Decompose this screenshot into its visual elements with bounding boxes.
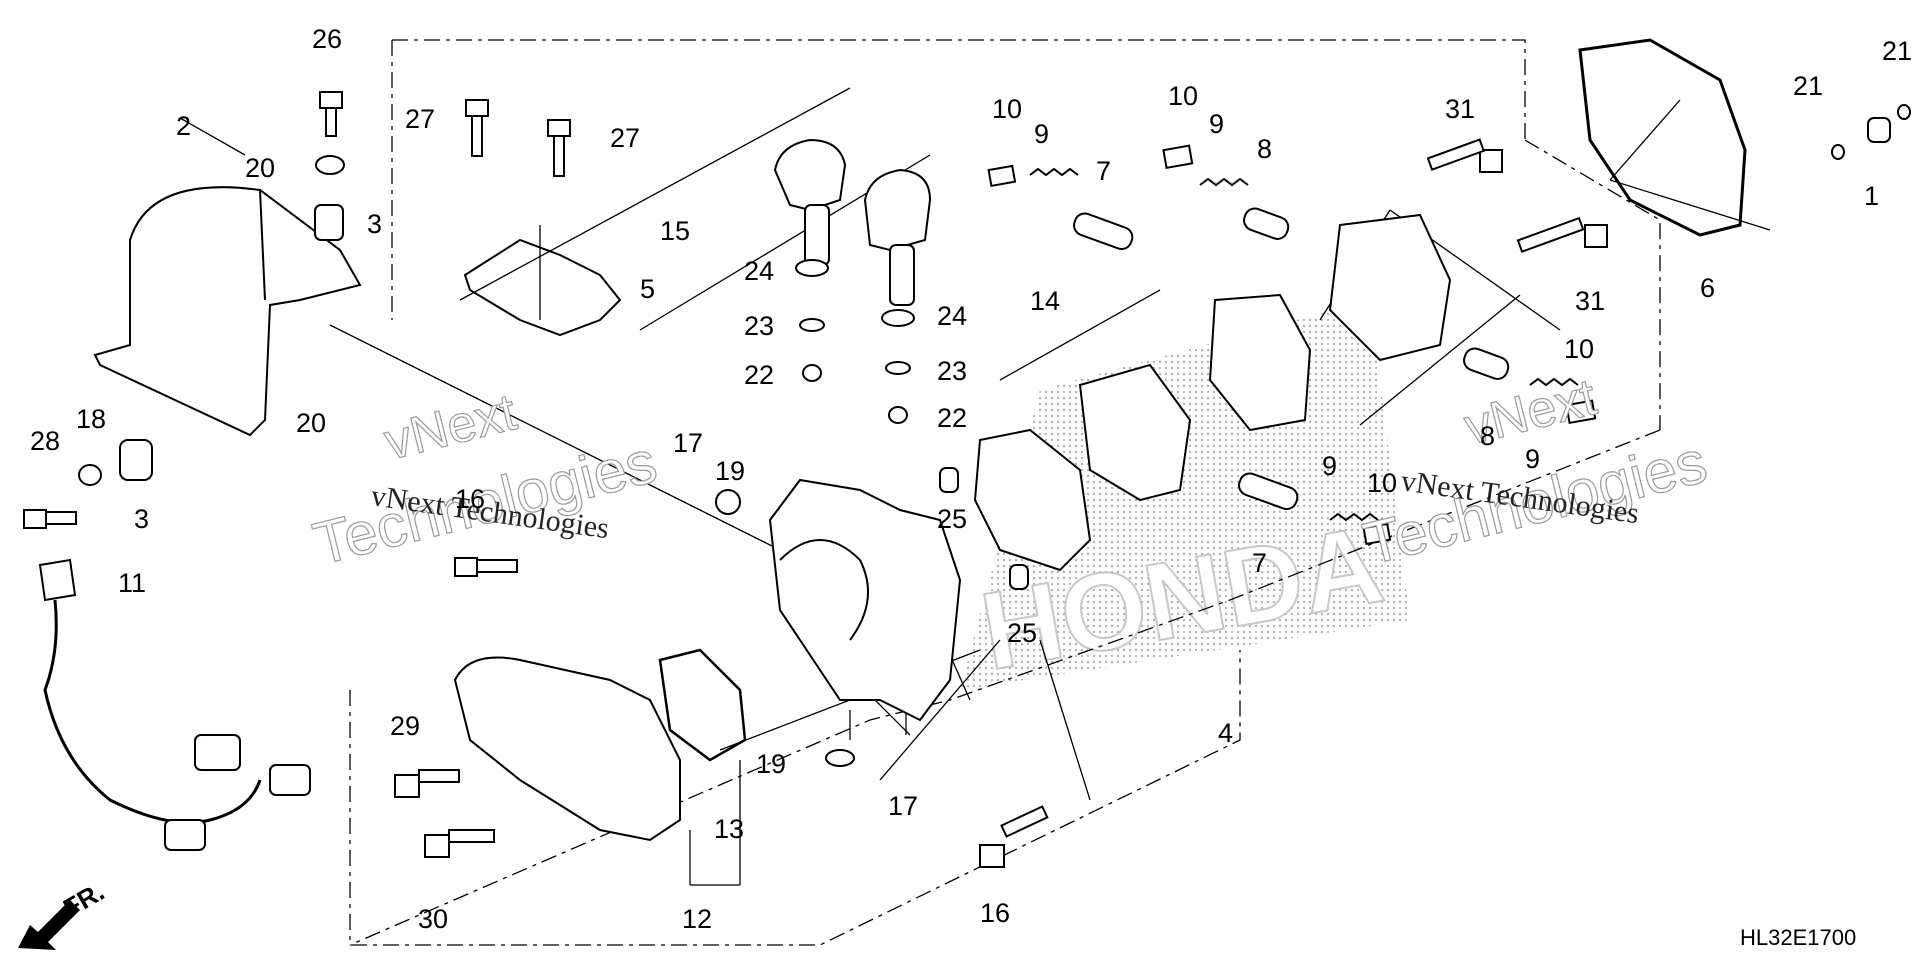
- callout-number: 3: [367, 209, 382, 239]
- callout-number: 6: [1700, 273, 1715, 303]
- callout-number: 16: [980, 898, 1010, 928]
- callout-number: 19: [715, 456, 745, 486]
- callout-number: 18: [76, 404, 106, 434]
- callout-number: 10: [1564, 334, 1594, 364]
- callout-number: 22: [937, 403, 967, 433]
- callout-number: 27: [610, 123, 640, 153]
- callout-number: 10: [1367, 468, 1397, 498]
- callout-number: 15: [660, 216, 690, 246]
- callout-number: 24: [937, 301, 967, 331]
- callout-number: 24: [744, 256, 774, 286]
- callout-number: 22: [744, 360, 774, 390]
- cover-part: [93, 186, 362, 437]
- front-direction-indicator: FR.: [18, 876, 109, 950]
- callout-number: 25: [1007, 618, 1037, 648]
- callout-number: 20: [245, 153, 275, 183]
- plate-shape: [973, 428, 1092, 572]
- callout-number: 13: [714, 814, 744, 844]
- callout-number: 8: [1257, 134, 1272, 164]
- callout-number: 3: [134, 504, 149, 534]
- callout-number: 17: [888, 791, 918, 821]
- callout-labels: 26 2 20 3 27 27 15 24 23 22 5 14 24 23 2…: [30, 24, 1912, 934]
- callout-number: 25: [937, 504, 967, 534]
- callout-number: 21: [1882, 36, 1912, 66]
- callout-number: 23: [744, 311, 774, 341]
- callout-number: 30: [418, 904, 448, 934]
- callout-number: 10: [1168, 81, 1198, 111]
- callout-number: 28: [30, 426, 60, 456]
- linear-solenoid-shape: [453, 656, 681, 842]
- callout-number: 7: [1096, 156, 1111, 186]
- callout-number: 1: [1864, 181, 1879, 211]
- callout-number: 8: [1480, 421, 1495, 451]
- harness-shape: [38, 558, 77, 602]
- gasket-shape: [1578, 38, 1747, 237]
- callout-number: 29: [390, 711, 420, 741]
- callout-number: 9: [1322, 451, 1337, 481]
- callout-number: 12: [682, 904, 712, 934]
- part-shapes: [23, 38, 1911, 868]
- callout-number: 20: [296, 408, 326, 438]
- callout-number: 16: [455, 484, 485, 514]
- callout-number: 10: [992, 94, 1022, 124]
- callout-number: 14: [1030, 286, 1060, 316]
- valve-body-shape: [768, 478, 962, 722]
- callout-number: 9: [1525, 444, 1540, 474]
- bracket-shape: [463, 238, 622, 337]
- callout-number: 2: [176, 111, 191, 141]
- callout-number: 9: [1209, 109, 1224, 139]
- spring-shape: [1029, 167, 1079, 177]
- callout-number: 19: [756, 749, 786, 779]
- callout-number: 7: [1252, 548, 1267, 578]
- callout-number: 21: [1793, 71, 1823, 101]
- callout-number: 11: [118, 568, 146, 598]
- callout-number: 27: [405, 104, 435, 134]
- callout-number: 17: [673, 428, 703, 458]
- watermark-left: vNext Technologies vNext Technologies: [306, 382, 663, 578]
- solenoid-shape: [773, 138, 847, 212]
- diagram-code: HL32E1700: [1740, 925, 1856, 950]
- washer-shape: [315, 155, 345, 175]
- callout-number: 31: [1445, 94, 1475, 124]
- callout-number: 26: [312, 24, 342, 54]
- watermark-left-line1: vNext: [379, 383, 523, 472]
- callout-number: 31: [1575, 286, 1605, 316]
- assembly-outlines: [349, 39, 1661, 946]
- callout-number: 9: [1034, 119, 1049, 149]
- callout-number: 4: [1218, 718, 1233, 748]
- bolt-shapes: [23, 91, 1608, 868]
- callout-number: 23: [937, 356, 967, 386]
- callout-number: 5: [640, 274, 655, 304]
